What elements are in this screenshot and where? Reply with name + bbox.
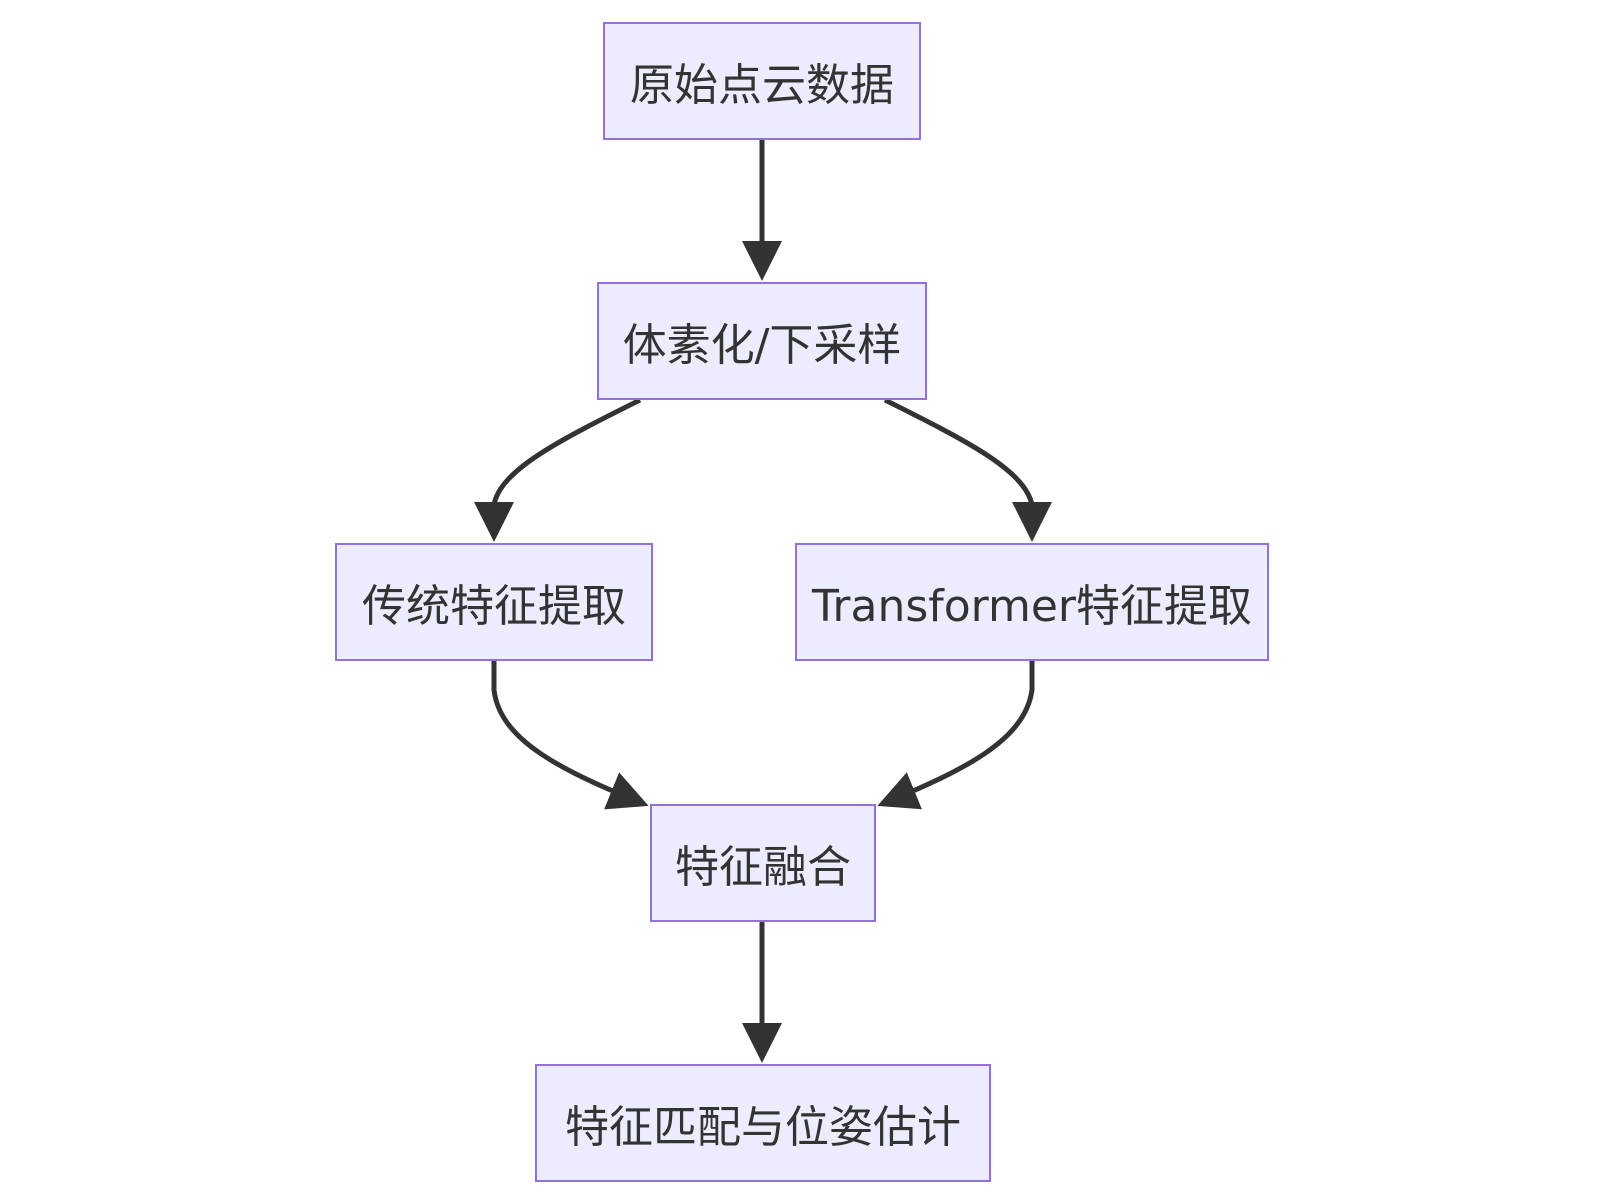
node-raw-point-cloud: 原始点云数据 — [603, 22, 921, 140]
edge-traditional-to-fusion — [491, 661, 649, 810]
edge-voxel-to-traditional — [474, 397, 642, 542]
node-feature-matching-pose-estimation: 特征匹配与位姿估计 — [535, 1064, 991, 1182]
edge-voxel-to-transformer — [883, 397, 1052, 542]
node-voxelization-downsampling: 体素化/下采样 — [597, 282, 927, 400]
node-label: 原始点云数据 — [630, 60, 894, 111]
node-traditional-feature-extraction: 传统特征提取 — [335, 543, 653, 661]
node-feature-fusion: 特征融合 — [650, 804, 876, 922]
node-label: 特征匹配与位姿估计 — [565, 1102, 961, 1153]
node-label: 传统特征提取 — [362, 581, 626, 632]
node-label: Transformer特征提取 — [811, 581, 1253, 632]
node-label: 体素化/下采样 — [622, 320, 902, 371]
node-label: 特征融合 — [675, 842, 851, 893]
node-transformer-feature-extraction: Transformer特征提取 — [795, 543, 1269, 661]
edge-transformer-to-fusion — [877, 661, 1035, 810]
